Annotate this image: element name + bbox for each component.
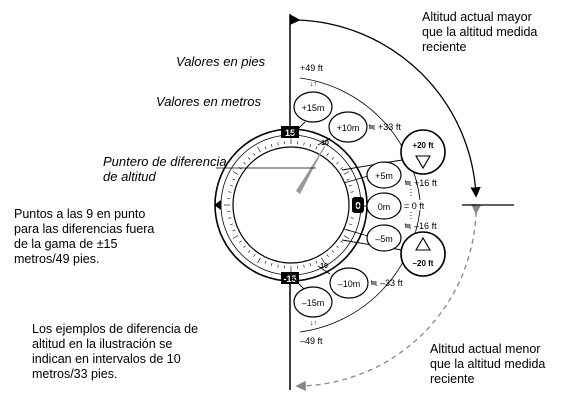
dial-tick [309,144,312,148]
dial-tick [253,153,256,156]
display-plus20: +20 ft [412,141,433,150]
dial-tick [277,264,279,268]
examples-note: Los ejemplos de diferencia de altitud en… [32,322,199,381]
ft-zero: = 0 ft [404,201,425,211]
dial-tick [247,157,251,160]
dial-tick [350,217,354,219]
dial-tick [243,161,246,165]
dial-tick [228,217,232,219]
dial-tick [228,191,232,193]
dial-tick [264,260,267,264]
dial-tick [230,184,234,187]
dial-tick [303,142,305,146]
label-plus5m: +5m [375,171,393,181]
dial-tick [340,240,343,243]
ft-top: +49 ft [300,63,323,73]
lower-arrow-arc [295,204,482,392]
dial-top-mark: 15 [285,128,295,138]
dial-lower-small-mark: 10 [320,263,328,270]
label-plus10m: +10m [337,123,360,133]
dial-tick [303,264,305,268]
display-bubble-plus20 [400,129,446,175]
dial-tick [257,146,261,153]
nine-oclock-arrow [214,200,221,210]
dial-tick [309,262,312,266]
dial-tick [315,260,318,264]
bubble-plus10m [328,111,368,143]
dial-bottom-mark: -15 [283,274,296,284]
bubble-0m [366,192,402,220]
dial-bottom-tag [281,272,299,284]
dial-tick [343,171,350,175]
dial-tick [277,142,279,146]
lower-note: Altitud actual menor que la altitud medi… [430,342,546,386]
dial-tick [348,223,352,226]
ft-bottom-arrow: ↓↑ [310,320,317,327]
dial-tick [326,153,329,156]
dial-tick [232,229,236,232]
dial-tick [239,240,242,243]
dial-tick [331,250,335,253]
dial-tick [232,178,236,181]
ft-plus33: ≒ +33 ft [368,122,401,132]
dial-tick [346,178,350,181]
label-0m: 0m [378,202,391,212]
dial-tick [257,257,261,264]
ft-top-arrow: ↓↑ [310,81,317,88]
watch-dial [214,126,368,284]
label-minus10m: –10m [338,279,361,289]
bubble-minus15m [293,286,333,318]
dial-tick [336,161,339,165]
bubble-plus15m [293,91,333,123]
down-triangle-icon [415,155,431,170]
bubble-plus5m [366,161,402,189]
dial-tick [348,184,352,187]
ft-plus16: ≒ +16 ft [404,178,437,188]
dial-tick [264,146,267,150]
display-minus20: –20 ft [413,259,434,268]
dial-tick [350,191,354,193]
meter-values-label: Valores en metros [156,94,262,109]
up-triangle-icon [415,236,431,251]
bubble-minus10m [329,267,369,299]
higher-note: Altitud actual mayor que la altitud medi… [422,10,538,54]
higher-arrow-arc [290,14,481,198]
dial-tick [331,157,335,160]
dial-tick [247,250,251,253]
dial-tick [232,171,239,175]
label-minus15m: –15m [302,298,325,308]
dial-right-tag [352,197,364,213]
label-minus5m: –5m [375,234,393,244]
dial-tick [343,235,350,239]
dial-tick [315,146,318,150]
dial-tick [336,245,339,249]
ft-minus33: ≒ –33 ft [370,278,403,288]
dial-top-tag [281,126,299,138]
dial-upper-small-mark: 10 [321,140,329,147]
dial-tick [230,223,234,226]
nine-oclock-note: Puntos a las 9 en punto para las diferen… [14,207,155,266]
dial-tick [243,245,246,249]
feet-arc-upper [299,77,421,201]
dial-tick [340,167,343,170]
ft-bottom: –49 ft [300,336,323,346]
dial-tick [253,254,256,257]
ft-minus16: ≒ –16 ft [404,221,437,231]
pointer-label: Puntero de diferencia de altitud [103,154,227,184]
bubble-minus5m [366,224,402,252]
dial-right-mark: 0 [355,201,361,212]
dial-tick [270,262,273,266]
dial-tick [232,235,239,239]
dial-tick [326,254,329,257]
label-plus15m: +15m [302,103,325,113]
dial-tick [270,144,273,148]
display-bubble-minus20 [400,231,446,277]
feet-values-label: Valores en pies [176,54,266,69]
dial-tick [321,257,325,264]
